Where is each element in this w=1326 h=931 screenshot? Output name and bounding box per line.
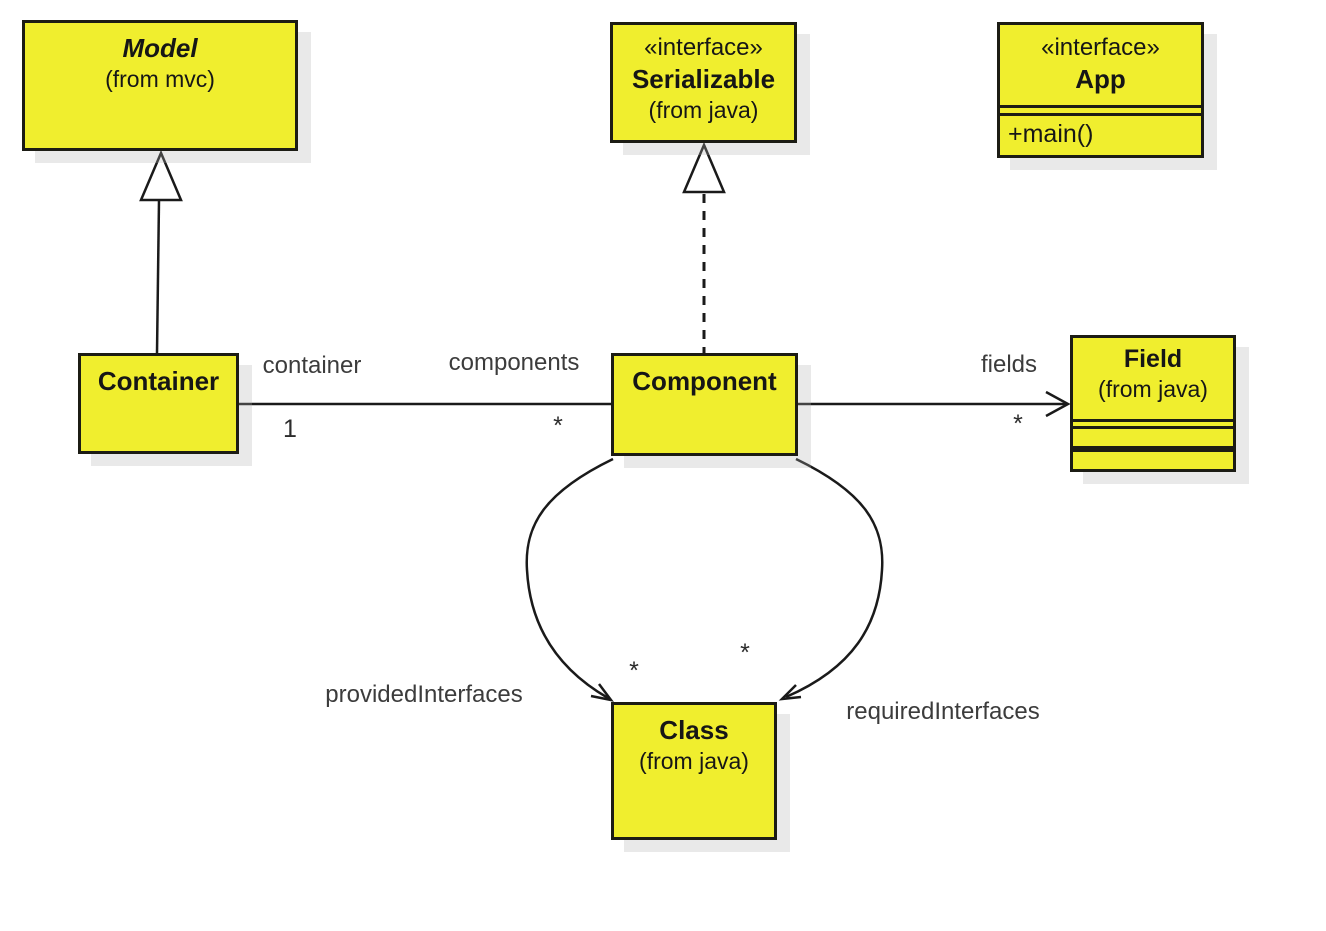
- class-name: Component: [632, 366, 777, 396]
- class-node-component[interactable]: Component: [611, 353, 798, 456]
- role-label-provided-interfaces: providedInterfaces: [325, 681, 523, 708]
- class-stereotype: «interface»: [644, 34, 763, 61]
- class-name: Serializable: [631, 64, 776, 94]
- class-name: Container: [97, 366, 220, 396]
- attributes-compartment: [1073, 426, 1233, 449]
- class-node-field[interactable]: Field (from java): [1070, 335, 1236, 472]
- class-name: Field: [1123, 345, 1183, 373]
- class-node-class[interactable]: Class (from java): [611, 702, 777, 840]
- generalization-triangle-icon: [139, 149, 183, 202]
- class-origin: (from java): [1098, 376, 1208, 402]
- role-label-required-interfaces: requiredInterfaces: [846, 698, 1040, 725]
- multiplicity-label-components: *: [553, 412, 563, 440]
- class-node-model[interactable]: Model (from mvc): [22, 20, 298, 151]
- association-curve-required-interfaces: [785, 457, 884, 699]
- association-curve-provided-interfaces: [525, 457, 614, 700]
- role-label-container: container: [262, 352, 362, 379]
- operations-compartment: [1073, 449, 1233, 468]
- class-origin: (from java): [648, 97, 759, 123]
- class-name: Model: [122, 33, 198, 63]
- realization-triangle-icon: [682, 141, 726, 194]
- multiplicity-label-fields: *: [1013, 410, 1023, 438]
- open-arrowhead-icon-provided: [590, 683, 614, 702]
- class-node-serializable[interactable]: «interface» Serializable (from java): [610, 22, 797, 143]
- class-origin: (from java): [639, 748, 749, 774]
- operation-item: +main(): [1000, 113, 1201, 149]
- class-node-app[interactable]: «interface» App +main(): [997, 22, 1204, 158]
- role-label-components: components: [448, 349, 580, 376]
- multiplicity-label-container: 1: [283, 415, 297, 443]
- open-arrowhead-icon-required: [778, 684, 802, 701]
- class-name: App: [1075, 64, 1126, 94]
- class-node-container[interactable]: Container: [78, 353, 239, 454]
- multiplicity-label-required: *: [740, 639, 750, 667]
- class-origin: (from mvc): [105, 66, 215, 92]
- role-label-fields: fields: [980, 351, 1038, 378]
- generalization-line-container-model: [155, 199, 161, 354]
- open-arrowhead-icon-fields: [1045, 390, 1071, 418]
- class-stereotype: «interface»: [1041, 34, 1160, 61]
- class-name: Class: [659, 715, 729, 745]
- multiplicity-label-provided: *: [629, 657, 639, 685]
